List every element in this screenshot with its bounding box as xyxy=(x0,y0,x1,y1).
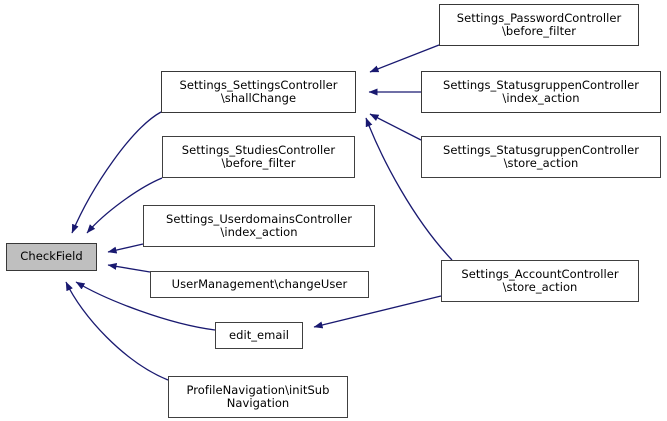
edge-changeuser-to-checkfield xyxy=(107,262,151,273)
edge-statusgruppen-store-to-settingscontroller xyxy=(369,113,422,141)
edge-accountcontroller-to-editemail xyxy=(313,295,442,329)
node-settings-studiescontroller-before-filter[interactable]: Settings_StudiesController \before_filte… xyxy=(162,136,355,178)
edge-userdomainscontroller-to-checkfield xyxy=(107,243,144,254)
node-edit-email[interactable]: edit_email xyxy=(215,322,303,349)
node-settings-accountcontroller-store-action[interactable]: Settings_AccountController \store_action xyxy=(441,260,639,302)
node-settings-statusgruppencontroller-index-action[interactable]: Settings_StatusgruppenController \index_… xyxy=(421,71,661,113)
node-settings-settingscontroller-shallchange[interactable]: Settings_SettingsController \shallChange xyxy=(161,71,356,113)
node-profilenavigation-initsubnavigation[interactable]: ProfileNavigation\initSub Navigation xyxy=(168,376,348,418)
node-settings-passwordcontroller-before-filter[interactable]: Settings_PasswordController \before_filt… xyxy=(439,4,639,46)
edge-passwordcontroller-to-settingscontroller xyxy=(369,44,440,73)
node-checkfield[interactable]: CheckField xyxy=(6,243,97,271)
node-settings-userdomainscontroller-index-action[interactable]: Settings_UserdomainsController \index_ac… xyxy=(143,205,375,247)
node-usermanagement-changeuser[interactable]: UserManagement\changeUser xyxy=(150,271,369,298)
node-settings-statusgruppencontroller-store-action[interactable]: Settings_StatusgruppenController \store_… xyxy=(421,136,661,178)
